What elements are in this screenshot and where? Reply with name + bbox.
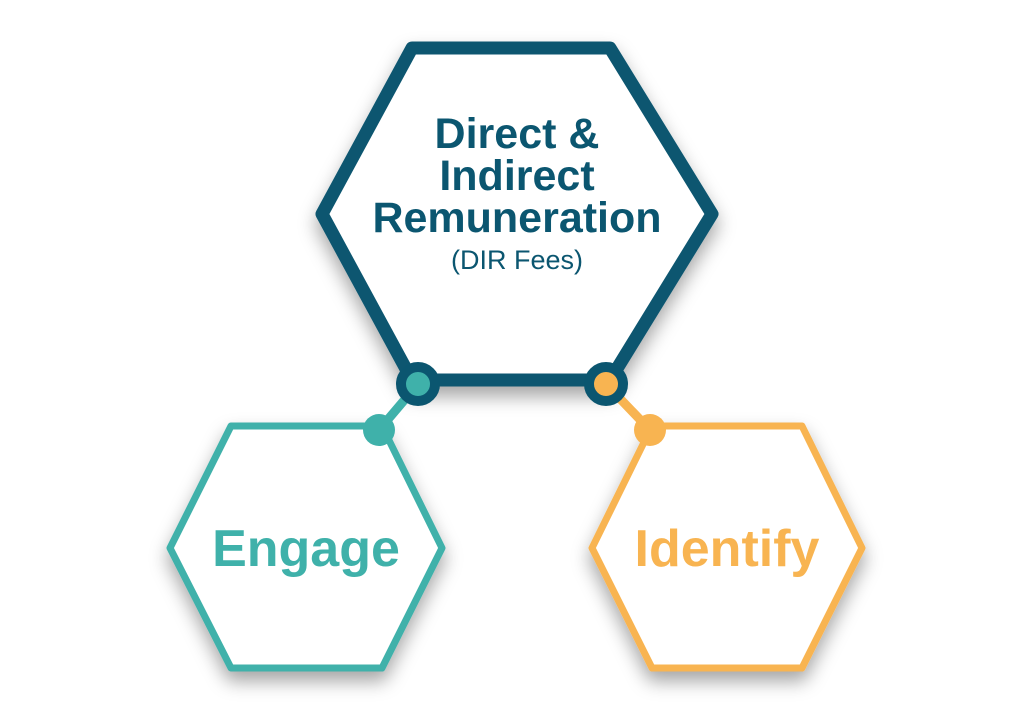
left-hexagon-node: Engage (166, 422, 446, 672)
connector-dot-identify (634, 414, 666, 446)
main-title-line-3: Remuneration (372, 194, 661, 242)
connector-main-to-identify (584, 362, 666, 446)
right-hexagon-node: Identify (588, 422, 866, 672)
connector-dot-engage (363, 414, 395, 446)
identify-label: Identify (635, 520, 820, 578)
connector-main-to-engage (363, 362, 440, 446)
main-subtitle: (DIR Fees) (451, 245, 583, 275)
main-title-line-1: Direct & (435, 110, 600, 158)
main-title-line-2: Indirect (439, 152, 594, 200)
main-hexagon-node: Direct & Indirect Remuneration (DIR Fees… (315, 41, 719, 387)
engage-label: Engage (212, 520, 400, 578)
connector-dot-main-right (584, 362, 628, 406)
connector-dot-main-left (396, 362, 440, 406)
identify-hexagon (588, 422, 866, 672)
